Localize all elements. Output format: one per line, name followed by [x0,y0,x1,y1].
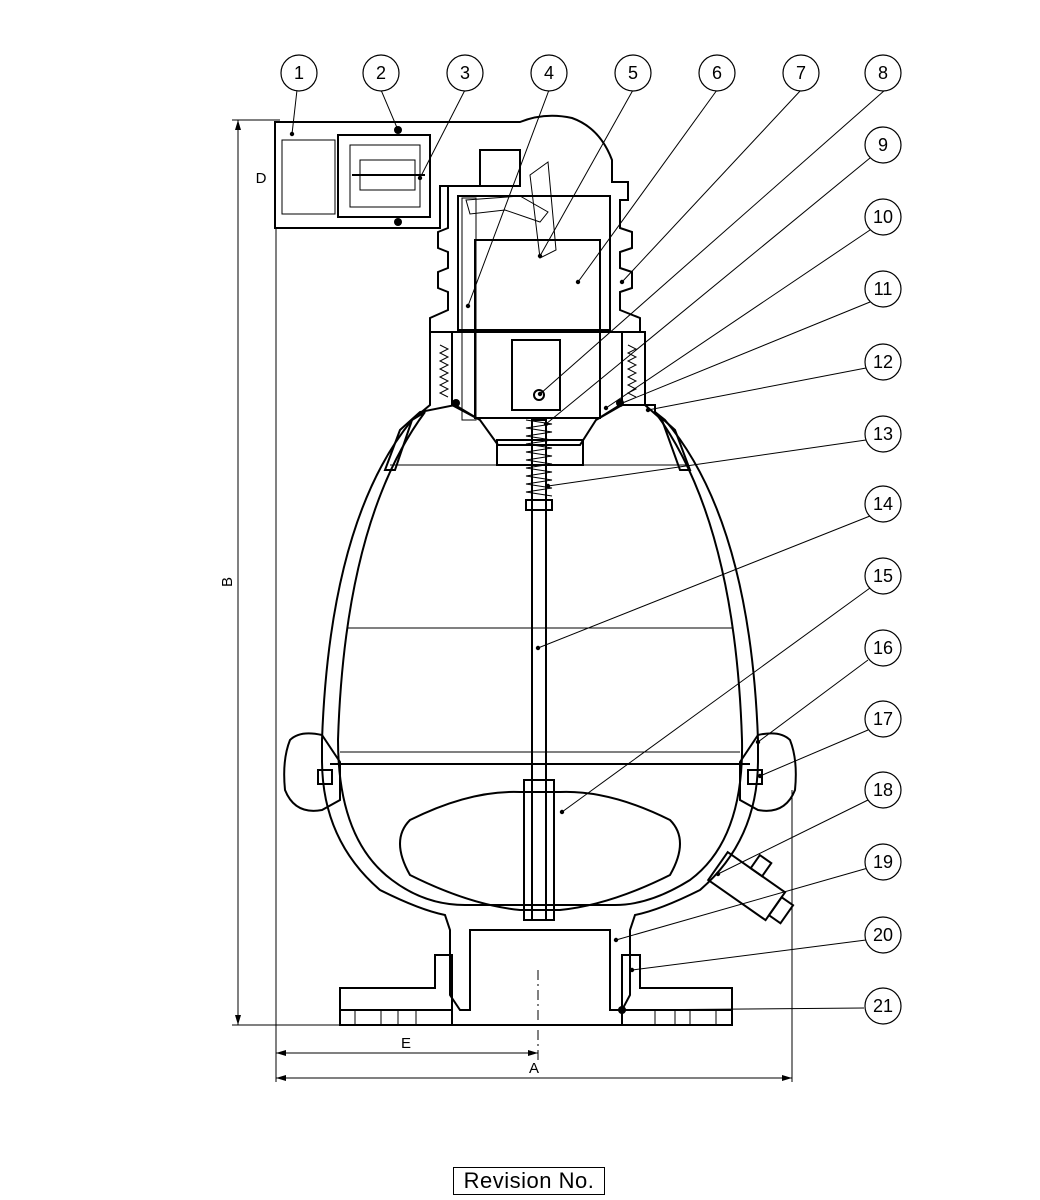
balloon-1: 1 [280,54,318,92]
balloon-4: 4 [530,54,568,92]
balloon-16: 16 [864,629,902,667]
dim-b-label: B [219,577,236,587]
dim-e-label: E [401,1035,411,1052]
balloon-8: 8 [864,54,902,92]
dim-d-label: D [256,170,267,187]
svg-text:2: 2 [376,63,386,83]
svg-text:20: 20 [873,925,893,945]
leader-lines [289,89,886,1013]
balloon-20: 20 [864,916,902,954]
svg-text:14: 14 [873,494,893,514]
neck-body [383,331,692,471]
balloon-11: 11 [864,270,902,308]
revision-label: Revision No. [453,1167,605,1195]
base-flange [339,954,733,1060]
svg-text:6: 6 [712,63,722,83]
balloon-18: 18 [864,771,902,809]
balloon-21: 21 [864,987,902,1025]
balloon-15: 15 [864,557,902,595]
balloon-10: 10 [864,198,902,236]
svg-text:7: 7 [796,63,806,83]
svg-text:16: 16 [873,638,893,658]
drain-valve [706,850,795,925]
balloon-13: 13 [864,415,902,453]
balloon-3: 3 [446,54,484,92]
balloon-12: 12 [864,343,902,381]
svg-text:5: 5 [628,63,638,83]
balloon-19: 19 [864,843,902,881]
balloon-7: 7 [782,54,820,92]
svg-text:13: 13 [873,424,893,444]
balloon-5: 5 [614,54,652,92]
svg-text:3: 3 [460,63,470,83]
svg-text:15: 15 [873,566,893,586]
balloon-17: 17 [864,700,902,738]
svg-text:4: 4 [544,63,554,83]
dim-a-label: A [529,1060,539,1077]
svg-text:12: 12 [873,352,893,372]
head-housing [274,114,641,333]
svg-text:21: 21 [873,996,893,1016]
stem [523,389,555,921]
svg-text:18: 18 [873,780,893,800]
main-body [321,411,759,1011]
svg-text:19: 19 [873,852,893,872]
svg-text:10: 10 [873,207,893,227]
part-balloons: 1 2 3 4 5 6 7 8 9 10 11 12 13 14 15 16 1… [280,54,902,1025]
balloon-2: 2 [362,54,400,92]
svg-text:1: 1 [294,63,304,83]
float-ball [399,790,681,911]
balloon-14: 14 [864,485,902,523]
balloon-9: 9 [864,126,902,164]
mid-flange [283,732,797,812]
balloon-6: 6 [698,54,736,92]
dimensions: B A E D [219,119,793,1082]
svg-text:8: 8 [878,63,888,83]
svg-text:11: 11 [874,279,893,299]
svg-text:9: 9 [878,135,888,155]
float-chamber [461,161,601,421]
svg-text:17: 17 [873,709,893,729]
spring-coils [438,344,638,407]
